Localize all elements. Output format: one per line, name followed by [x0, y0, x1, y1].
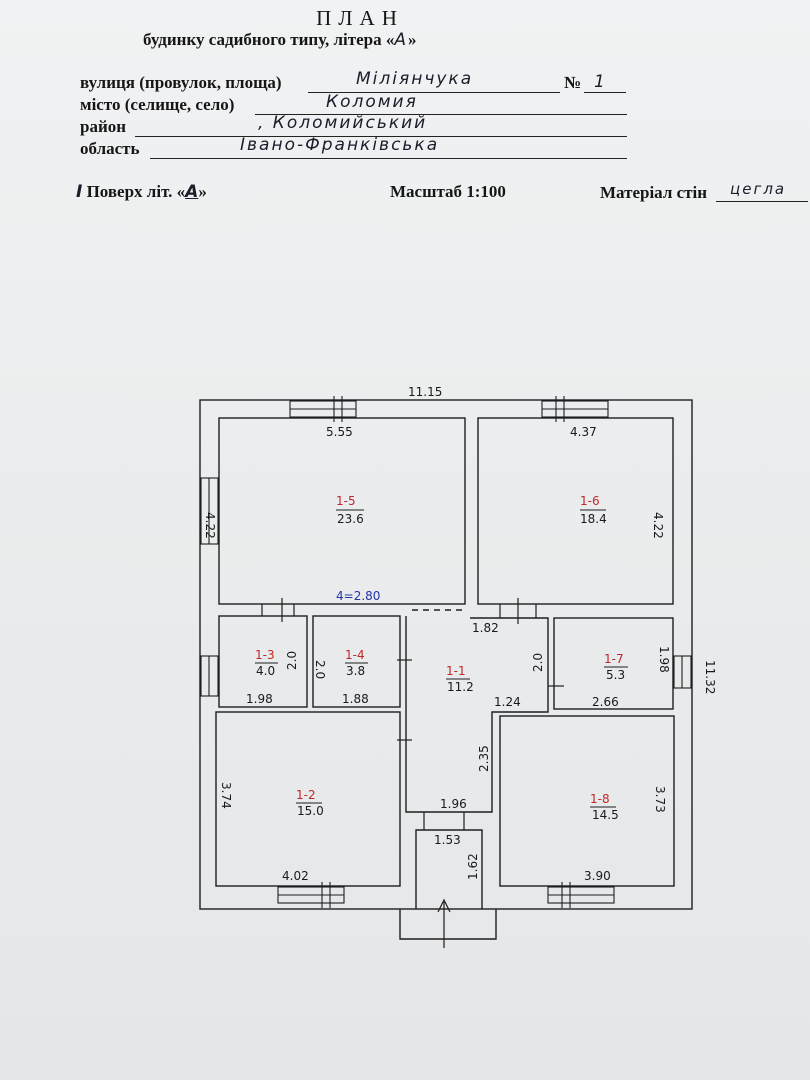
dim-r1-top: 1.82 [472, 621, 499, 635]
room-labels: 1-5 23.6 1-6 18.4 1-3 4.0 1-4 3.8 1-1 11… [255, 494, 628, 822]
district-line [135, 136, 627, 137]
room-area-1-7: 5.3 [606, 668, 625, 682]
floor-roman: I [76, 182, 83, 202]
page-title: ПЛАН [316, 6, 404, 30]
material-line [716, 201, 808, 202]
window-top-left [289, 396, 357, 422]
dim-r1-side: 2.0 [531, 653, 545, 672]
dim-r8-height: 3.73 [653, 786, 667, 813]
subtitle-letter: А [394, 30, 409, 50]
room-area-1-2: 15.0 [297, 804, 324, 818]
room-area-1-6: 18.4 [580, 512, 607, 526]
entry-arrow-icon [437, 898, 451, 948]
window-left-upper [200, 477, 219, 545]
window-top-right [541, 396, 609, 422]
room-1-7-outline [553, 617, 674, 710]
city-line [255, 114, 627, 115]
material-label: Матеріал стін [600, 183, 708, 202]
dim-r1-bottom: 1.96 [440, 797, 467, 811]
porch-step [399, 909, 497, 940]
dim-r3-height: 2.0 [285, 651, 299, 670]
room-id-1-5: 1-5 [336, 494, 356, 508]
dim-r1-low: 2.35 [477, 745, 491, 772]
dim-r5-width: 5.55 [326, 425, 353, 439]
room-area-1-8: 14.5 [592, 808, 619, 822]
city-label: місто (селище, село) [80, 95, 235, 114]
room-id-1-7: 1-7 [604, 652, 624, 666]
window-right [673, 655, 692, 689]
window-left-lower [200, 655, 219, 697]
ceiling-height: 4=2.80 [336, 589, 380, 603]
dim-overall-width: 11.15 [408, 385, 442, 399]
subtitle-suffix: » [408, 30, 417, 49]
dim-r2-height: 3.74 [219, 782, 233, 809]
dim-porch-height: 1.62 [466, 853, 480, 880]
room-area-1-3: 4.0 [256, 664, 275, 678]
room-id-1-3: 1-3 [255, 648, 275, 662]
subtitle: будинку садибного типу, літера «А» [143, 30, 417, 50]
floor-info: I Поверх літ. «А» [76, 182, 207, 202]
region-line [150, 158, 627, 159]
dim-porch-width: 1.53 [434, 833, 461, 847]
scale-label: Масштаб 1:100 [390, 182, 506, 201]
dim-r8-width: 3.90 [584, 869, 611, 883]
room-1-3-outline [218, 615, 308, 708]
subtitle-prefix: будинку садибного типу, літера « [143, 30, 395, 49]
dim-r2-width: 4.02 [282, 869, 309, 883]
dim-r5-height: 4.22 [203, 512, 217, 539]
dim-r1-mid: 1.24 [494, 695, 521, 709]
window-bottom-left [277, 882, 345, 908]
room-id-1-8: 1-8 [590, 792, 610, 806]
region-label: область [80, 139, 140, 158]
floor-close: » [198, 182, 207, 201]
region-value: Івано-Франківська [240, 135, 440, 155]
room-1-4-outline [312, 615, 401, 708]
dim-r6-width: 4.37 [570, 425, 597, 439]
room-id-1-1: 1-1 [446, 664, 466, 678]
dim-r3-width: 1.98 [246, 692, 273, 706]
number-value: 1 [594, 72, 607, 92]
room-area-1-5: 23.6 [337, 512, 364, 526]
street-line [308, 92, 560, 93]
room-id-1-2: 1-2 [296, 788, 316, 802]
floor-letter: А [185, 182, 199, 202]
number-label: № [564, 73, 582, 92]
dim-r4-height: 2.0 [313, 660, 327, 679]
number-line [584, 92, 626, 93]
porch-inner [415, 829, 483, 909]
room-1-6-outline [477, 417, 674, 605]
district-value: , Коломийський [258, 113, 428, 133]
dim-r6-height: 4.22 [651, 512, 665, 539]
windows [200, 396, 692, 908]
room-1-5-outline [218, 417, 466, 605]
room-id-1-6: 1-6 [580, 494, 600, 508]
floor-label: Поверх літ. « [86, 182, 186, 201]
dim-r7-width: 2.66 [592, 695, 619, 709]
street-value: Міліянчука [356, 69, 474, 89]
dim-overall-depth: 11.32 [703, 660, 717, 694]
dim-r7-height: 1.98 [657, 646, 671, 673]
room-id-1-4: 1-4 [345, 648, 365, 662]
room-area-1-1: 11.2 [447, 680, 474, 694]
room-1-8-outline [499, 715, 675, 887]
city-value: Коломия [326, 92, 418, 112]
material-value: цегла [730, 180, 787, 198]
room-area-1-4: 3.8 [346, 664, 365, 678]
street-label: вулиця (провулок, площа) [80, 73, 282, 92]
window-bottom-right [547, 882, 615, 908]
dim-r4-width: 1.88 [342, 692, 369, 706]
doors [261, 598, 564, 830]
room-1-2-outline [215, 711, 401, 887]
corridor-1-1-outline [405, 616, 549, 813]
outer-wall-outline [199, 399, 693, 910]
district-label: район [80, 117, 127, 136]
